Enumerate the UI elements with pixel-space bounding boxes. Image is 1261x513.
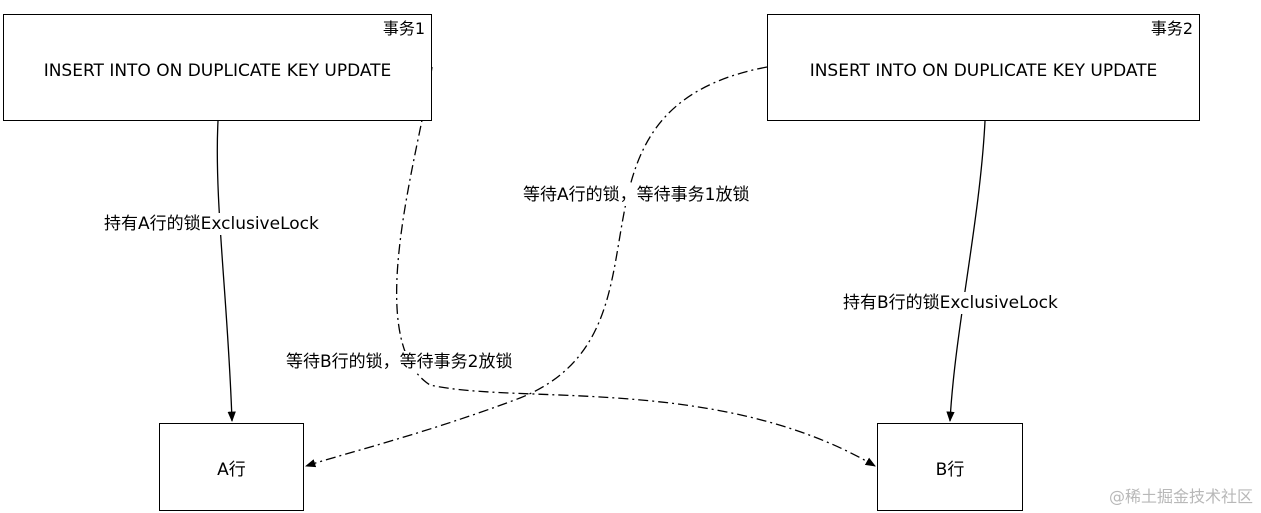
watermark: @稀土掘金技术社区	[1108, 487, 1253, 506]
edge-label-hold-b: 持有B行的锁ExclusiveLock	[843, 292, 1058, 314]
transaction-1-statement: INSERT INTO ON DUPLICATE KEY UPDATE	[43, 61, 392, 81]
transaction-1-box: 事务1 INSERT INTO ON DUPLICATE KEY UPDATE	[3, 14, 432, 121]
row-b-box: B行	[877, 423, 1023, 511]
transaction-2-statement: INSERT INTO ON DUPLICATE KEY UPDATE	[809, 61, 1158, 81]
edge-wait-a	[305, 66, 768, 468]
edge-hold-b	[946, 120, 986, 423]
transaction-2-tag: 事务2	[1150, 19, 1193, 38]
row-a-box: A行	[159, 423, 304, 511]
edge-label-wait-a: 等待A行的锁，等待事务1放锁	[523, 184, 750, 206]
row-a-label: A行	[217, 459, 246, 480]
row-b-label: B行	[935, 459, 965, 480]
edge-hold-a	[216, 120, 236, 423]
transaction-2-box: 事务2 INSERT INTO ON DUPLICATE KEY UPDATE	[767, 14, 1200, 121]
edge-wait-b	[395, 66, 876, 467]
edge-label-hold-a: 持有A行的锁ExclusiveLock	[104, 213, 319, 235]
edge-label-wait-b: 等待B行的锁，等待事务2放锁	[286, 351, 513, 373]
transaction-1-tag: 事务1	[382, 19, 425, 38]
